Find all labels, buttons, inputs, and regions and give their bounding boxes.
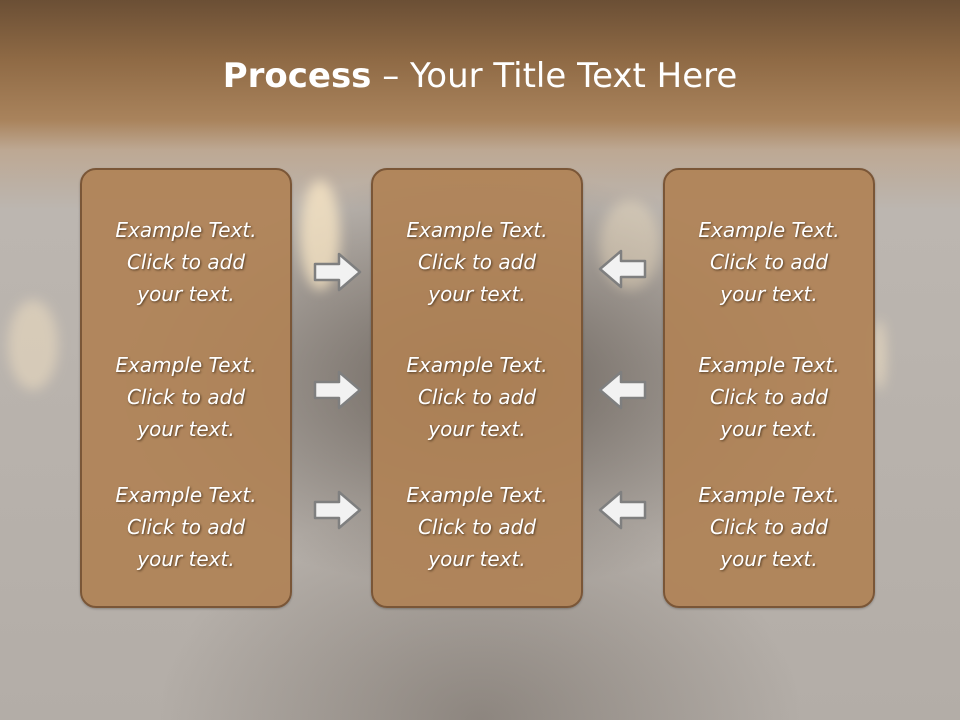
box-text-placeholder[interactable]: Example Text. Click to add your text.	[115, 353, 257, 441]
process-box-right[interactable]: Example Text. Click to add your text. Ex…	[663, 168, 875, 608]
title-bold-part: Process	[222, 56, 372, 96]
box-text-placeholder[interactable]: Example Text. Click to add your text.	[115, 218, 257, 306]
box-text-placeholder[interactable]: Example Text. Click to add your text.	[406, 353, 548, 441]
box-text-placeholder[interactable]: Example Text. Click to add your text.	[406, 483, 548, 571]
box-text-placeholder[interactable]: Example Text. Click to add your text.	[698, 218, 840, 306]
arrow-right-icon	[313, 490, 362, 530]
box-text-placeholder[interactable]: Example Text. Click to add your text.	[115, 483, 257, 571]
arrow-right-icon	[313, 370, 362, 410]
background-light	[8, 300, 58, 390]
box-text-placeholder[interactable]: Example Text. Click to add your text.	[698, 483, 840, 571]
box-text-placeholder[interactable]: Example Text. Click to add your text.	[698, 353, 840, 441]
process-box-center[interactable]: Example Text. Click to add your text. Ex…	[371, 168, 583, 608]
background-light	[872, 320, 886, 390]
arrow-left-icon	[598, 249, 647, 289]
arrow-right-icon	[313, 252, 362, 292]
arrow-left-icon	[598, 370, 647, 410]
slide-title[interactable]: Process – Your Title Text Here	[0, 54, 960, 98]
process-box-left[interactable]: Example Text. Click to add your text. Ex…	[80, 168, 292, 608]
arrow-left-icon	[598, 490, 647, 530]
title-rest-part: – Your Title Text Here	[371, 56, 738, 96]
box-text-placeholder[interactable]: Example Text. Click to add your text.	[406, 218, 548, 306]
